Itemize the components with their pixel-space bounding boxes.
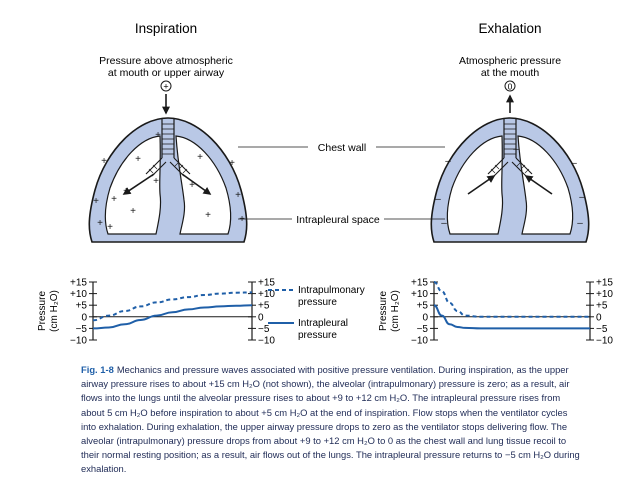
- exh-ylabel: Pressure: [378, 291, 389, 331]
- svg-text:–: –: [579, 192, 585, 203]
- svg-text:+: +: [235, 190, 241, 201]
- exhalation-lungs: – – – – – – –: [430, 117, 590, 243]
- legend-intrapulmonary-label-2: pressure: [298, 297, 337, 308]
- caption-text: Mechanics and pressure waves associated …: [81, 364, 580, 475]
- svg-text:+: +: [111, 194, 117, 205]
- inspiration-note-line2: at mouth or upper airway: [108, 67, 225, 79]
- legend-intrapleural-label-2: pressure: [298, 330, 337, 341]
- exh-tick-label-left: +10: [411, 289, 428, 300]
- svg-text:+: +: [205, 210, 211, 221]
- exh-tick-label-left: +5: [417, 301, 429, 312]
- exh-intrapleural-line: [433, 304, 590, 330]
- positive-pressure-symbol: [160, 80, 172, 92]
- exhalation-mouth-sign: 0: [508, 82, 513, 92]
- svg-text:+: +: [130, 206, 136, 217]
- svg-text:–: –: [445, 156, 451, 167]
- insp-tick-label-right: +10: [258, 289, 275, 300]
- svg-text:+: +: [229, 158, 235, 169]
- svg-text:–: –: [571, 158, 577, 169]
- exh-tick-label-right: +5: [596, 301, 608, 312]
- svg-text:+: +: [153, 176, 159, 187]
- insp-tick-label-right: −10: [258, 336, 275, 347]
- inspiration-title: Inspiration: [135, 21, 197, 36]
- exhalation-note-line2: at the mouth: [481, 67, 540, 79]
- svg-text:+: +: [93, 196, 99, 207]
- exh-tick-label-right: −5: [596, 324, 608, 335]
- chest-wall-label: Chest wall: [318, 142, 366, 154]
- exh-intrapulmonary-line: [433, 281, 590, 318]
- exh-tick-label-right: +15: [596, 278, 613, 289]
- insp-tick-label-left: +15: [70, 278, 87, 289]
- insp-ylabel-units: (cm H₂O): [49, 290, 60, 332]
- inspiration-mouth-sign: +: [163, 82, 168, 92]
- legend-intrapleural-label: Intrapleural: [298, 318, 348, 329]
- exh-tick-label-left: −5: [417, 324, 429, 335]
- exh-tick-label-left: 0: [422, 312, 428, 323]
- insp-tick-label-left: 0: [81, 312, 87, 323]
- legend-intrapulmonary-label: Intrapulmonary: [298, 285, 365, 296]
- exh-ylabel-units: (cm H₂O): [390, 290, 401, 332]
- insp-ylabel: Pressure: [37, 291, 48, 331]
- exh-tick-label-right: +10: [596, 289, 613, 300]
- insp-intrapulmonary-line: [92, 291, 253, 322]
- exhalation-note-line1: Atmospheric pressure: [459, 55, 561, 67]
- exh-tick-label-left: +15: [411, 278, 428, 289]
- svg-text:+: +: [189, 180, 195, 191]
- insp-intrapleural-line: [92, 304, 253, 330]
- exh-tick-label-right: −10: [596, 336, 613, 347]
- svg-text:–: –: [441, 218, 447, 229]
- exh-tick-label-left: −10: [411, 336, 428, 347]
- svg-text:+: +: [101, 156, 107, 167]
- insp-tick-label-left: +10: [70, 289, 87, 300]
- insp-tick-label-right: +5: [258, 301, 270, 312]
- svg-text:+: +: [135, 154, 141, 165]
- insp-tick-label-left: −5: [76, 324, 88, 335]
- inspiration-lungs: +++ +++ +++ +++ +++ +: [88, 117, 248, 243]
- inspiration-note-line1: Pressure above atmospheric: [99, 55, 233, 67]
- insp-tick-label-left: −10: [70, 336, 87, 347]
- svg-text:+: +: [97, 218, 103, 229]
- svg-text:–: –: [435, 194, 441, 205]
- exh-tick-label-right: 0: [596, 312, 602, 323]
- svg-text:+: +: [107, 222, 113, 233]
- insp-tick-label-right: −5: [258, 324, 270, 335]
- svg-text:+: +: [155, 130, 161, 141]
- intrapleural-space-label: Intrapleural space: [296, 214, 380, 226]
- exhalation-title: Exhalation: [478, 21, 541, 36]
- caption-label: Fig. 1-8: [81, 364, 114, 375]
- svg-text:–: –: [513, 144, 519, 155]
- svg-text:–: –: [577, 218, 583, 229]
- svg-text:+: +: [239, 214, 245, 225]
- insp-tick-label-right: 0: [258, 312, 264, 323]
- zero-pressure-symbol: [504, 80, 516, 92]
- insp-tick-label-right: +15: [258, 278, 275, 289]
- insp-tick-label-left: +5: [76, 301, 88, 312]
- svg-text:+: +: [197, 152, 203, 163]
